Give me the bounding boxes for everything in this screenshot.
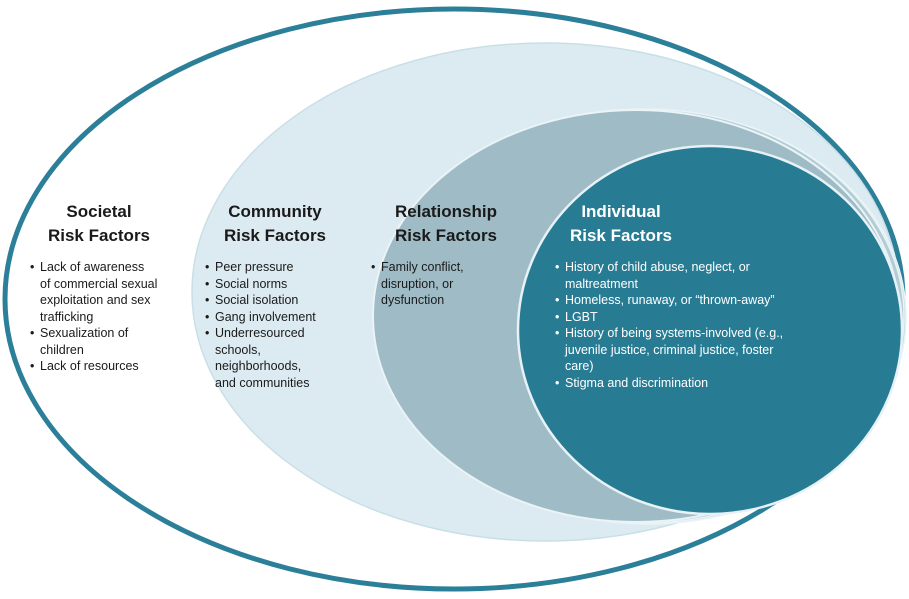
individual-list: History of child abuse, neglect, or malt… [555,259,805,391]
community-list: Peer pressure Social norms Social isolat… [205,259,345,391]
list-item: Lack of resources [30,358,175,375]
societal-list: Lack of awareness of commercial sexual e… [30,259,175,375]
relationship-risk-factors: Relationship Risk Factors Family conflic… [371,200,521,309]
societal-risk-factors: Societal Risk Factors Lack of awareness … [30,200,175,375]
list-item: History of being systems-involved (e.g.,… [555,325,800,375]
individual-title: Individual Risk Factors [569,202,673,245]
societal-title: Societal Risk Factors [47,202,151,245]
relationship-list: Family conflict, disruption, or dysfunct… [371,259,521,309]
individual-risk-factors: Individual Risk Factors History of child… [555,200,805,391]
list-item: Sexualization of children [30,325,150,358]
list-item: Social isolation [205,292,345,309]
list-item: Underresourced schools, neighborhoods, a… [205,325,323,391]
relationship-title: Relationship Risk Factors [394,202,498,245]
community-title: Community Risk Factors [223,202,327,245]
list-item: Social norms [205,276,345,293]
list-item: Gang involvement [205,309,345,326]
list-item: Lack of awareness of commercial sexual e… [30,259,158,325]
list-item: Homeless, runaway, or “thrown-away” [555,292,805,309]
list-item: LGBT [555,309,805,326]
list-item: Stigma and discrimination [555,375,805,392]
community-risk-factors: Community Risk Factors Peer pressure Soc… [205,200,345,391]
list-item: Family conflict, disruption, or dysfunct… [371,259,479,309]
list-item: Peer pressure [205,259,345,276]
list-item: History of child abuse, neglect, or malt… [555,259,790,292]
